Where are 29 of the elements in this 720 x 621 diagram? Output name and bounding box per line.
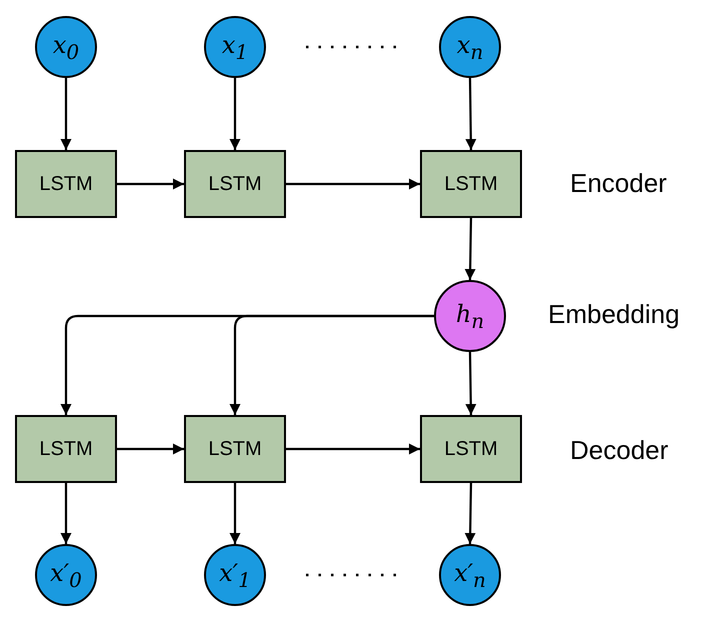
arrow <box>286 444 420 454</box>
arrow <box>117 178 184 190</box>
variable-circle: x′$_{0}$ <box>35 544 97 606</box>
variable-circle: x$_{1}$ <box>204 16 266 78</box>
lstm-box: LSTM <box>184 415 286 483</box>
arrow <box>117 444 184 454</box>
arrow <box>465 352 476 416</box>
lstm-box: LSTM <box>420 415 522 483</box>
lstm-box: LSTM <box>184 150 286 218</box>
lstm-box: LSTM <box>15 150 117 218</box>
arrow <box>60 78 72 150</box>
variable-circle: x$_{0}$ <box>35 16 97 78</box>
variable-circle: x$_{n}$ <box>439 16 501 78</box>
stage-label: Decoder <box>570 435 668 466</box>
lstm-box: LSTM <box>15 415 117 483</box>
arrow <box>465 78 476 150</box>
arrow <box>464 218 476 280</box>
variable-circle: x′$_{n}$ <box>439 544 501 606</box>
arrow <box>286 178 420 190</box>
arrow <box>230 483 240 544</box>
arrow <box>230 314 434 415</box>
stage-label: Encoder <box>570 168 667 199</box>
lstm-box: LSTM <box>420 150 522 218</box>
arrow <box>60 483 72 544</box>
stage-label: Embedding <box>548 299 680 330</box>
arrow <box>230 78 240 150</box>
variable-circle: x′$_{1}$ <box>204 544 266 606</box>
arrow <box>464 482 476 544</box>
variable-circle: h$_{n}$ <box>434 280 506 352</box>
